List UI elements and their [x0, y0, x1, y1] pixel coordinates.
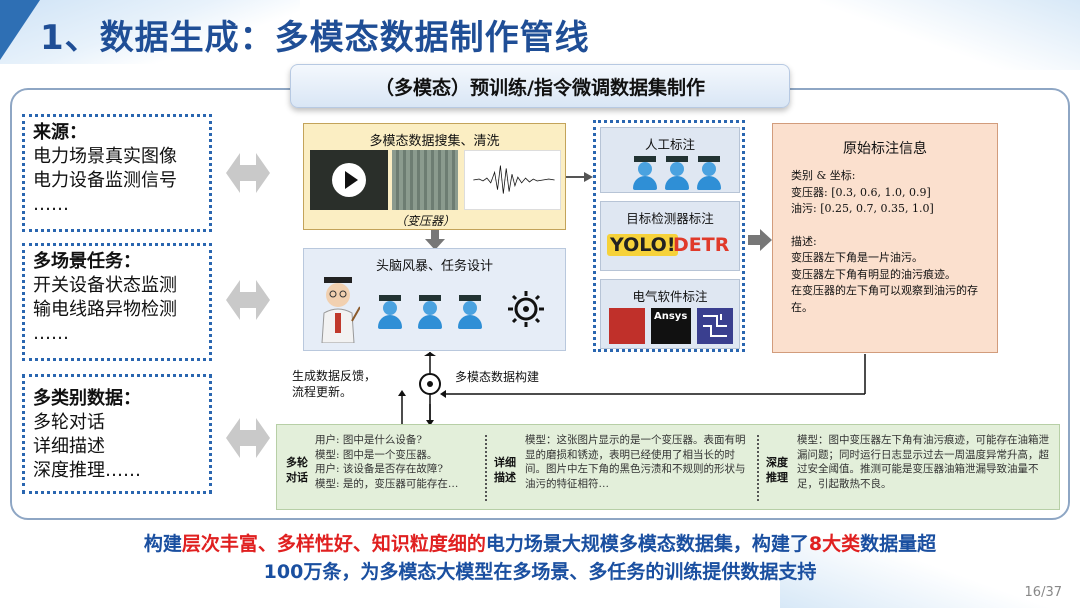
annotation-line: 变压器左下角是一片油污。 — [791, 251, 923, 264]
double-arrow-icon — [226, 153, 270, 193]
yolo-logo: YOLO! — [607, 234, 679, 256]
original-annotation-panel: 原始标注信息 类别 & 坐标: 变压器: [0.3, 0.6, 1.0, 0.9… — [772, 123, 998, 353]
right-arrow-icon — [748, 229, 772, 251]
slide-title: 1、数据生成：多模态数据制作管线 — [40, 18, 590, 58]
summary-segment: 构建 — [143, 533, 182, 555]
sample-label-line: 推理 — [766, 471, 788, 484]
summary-segment: 数据量超 — [860, 533, 937, 555]
sample-label: 深度 推理 — [763, 455, 791, 485]
circuit-logo — [697, 308, 733, 344]
summary-text: 构建层次丰富、多样性好、知识粒度细的电力场景大规模多模态数据集，构建了8大类数据… — [0, 530, 1080, 586]
annotation-line: 油污: [0.25, 0.7, 0.35, 1.0] — [791, 202, 934, 215]
categories-line: 多轮对话 — [33, 412, 105, 433]
flow-connectors — [398, 352, 866, 426]
student-icon — [416, 295, 444, 329]
sample-label-line: 深度 — [766, 456, 788, 469]
feedback-line: 生成数据反馈， — [292, 369, 377, 383]
categories-line: 详细描述 — [33, 436, 105, 457]
ansys-logo: Ansys — [651, 308, 691, 344]
original-annotation-body: 类别 & 坐标: 变压器: [0.3, 0.6, 1.0, 0.9] 油污: [… — [773, 158, 997, 316]
build-label: 多模态数据构建 — [455, 370, 540, 384]
annotation-line: 变压器左下角有明显的油污痕迹。 — [791, 267, 956, 281]
manual-annotation-label: 人工标注 — [644, 137, 695, 152]
sources-box: 来源： 电力场景真实图像 电力设备监测信号 …… — [22, 114, 212, 232]
sample-divider — [757, 435, 759, 501]
summary-highlight: 层次丰富、多样性好、知识粒度细的 — [181, 533, 486, 555]
collect-sub-label: （变压器） — [394, 214, 455, 228]
video-thumbnail[interactable] — [310, 150, 388, 210]
annotation-column: 人工标注 目标检测器标注 YOLO! DETR 电气软件标注 Ansys — [593, 120, 745, 352]
sources-line: 电力场景真实图像 — [33, 146, 177, 167]
corner-decoration — [780, 538, 1080, 608]
categories-heading: 多类别数据： — [33, 388, 141, 409]
detector-annotation-panel: 目标检测器标注 YOLO! DETR — [600, 201, 740, 271]
student-icon — [456, 295, 484, 329]
software-annotation-panel: 电气软件标注 Ansys — [600, 279, 740, 349]
brainstorm-panel: 头脑风暴、任务设计 — [303, 248, 566, 351]
down-arrow-icon — [425, 230, 445, 250]
sample-divider — [485, 435, 487, 501]
summary-segment: 电力场景大规模多模态数据集，构建了 — [485, 533, 809, 555]
sample-label: 详细 描述 — [491, 455, 519, 485]
detr-logo: DETR — [673, 234, 730, 256]
annotator-icon — [663, 156, 691, 190]
student-icon — [376, 295, 404, 329]
feedback-note: 生成数据反馈， 流程更新。 — [292, 368, 376, 400]
sample-label-line: 描述 — [494, 471, 516, 484]
brainstorm-caption: 头脑风暴、任务设计 — [375, 259, 493, 274]
sample-label-line: 多轮 — [286, 456, 308, 469]
summary-line-1: 构建层次丰富、多样性好、知识粒度细的电力场景大规模多模态数据集，构建了8大类数据… — [0, 530, 1080, 558]
scenarios-heading: 多场景任务： — [33, 251, 141, 272]
annotation-line: 在变压器的左下角可以观察到油污的存在。 — [791, 284, 978, 314]
software-annotation-label: 电气软件标注 — [632, 289, 708, 304]
annotation-spacer — [791, 218, 983, 234]
categories-line: 深度推理…… — [33, 460, 141, 481]
sample-label-line: 详细 — [494, 456, 516, 469]
corner-decoration — [0, 0, 300, 64]
scenarios-line: 开关设备状态监测 — [33, 275, 177, 296]
feedback-line: 流程更新。 — [292, 385, 353, 399]
transformer-photo — [392, 150, 458, 210]
sample-text: 模型：这张图片显示的是一个变压器。表面有明显的磨损和锈迹，表明已经使用了相当长的… — [525, 434, 746, 490]
original-annotation-caption: 原始标注信息 — [843, 141, 927, 157]
sample-text: 模型：图中变压器左下角有油污痕迹，可能存在油箱泄漏问题；同时运行日志显示过去一周… — [797, 434, 1049, 490]
detector-annotation-label: 目标检测器标注 — [626, 211, 714, 226]
right-arrow-icon — [566, 172, 593, 182]
signal-waveform-plot — [464, 150, 561, 210]
annotation-line: 变压器: [0.3, 0.6, 1.0, 0.9] — [791, 185, 931, 199]
double-arrow-icon — [226, 418, 270, 458]
scenarios-line: 输电线路异物检测 — [33, 299, 177, 320]
annotator-icon — [631, 156, 659, 190]
corner-decoration — [820, 0, 1080, 70]
annotation-line: 描述: — [791, 234, 817, 248]
sample-label: 多轮 对话 — [283, 455, 311, 485]
collect-caption: 多模态数据搜集、清洗 — [369, 134, 500, 149]
collect-panel: 多模态数据搜集、清洗 （变压器） — [303, 123, 566, 230]
scenarios-line: …… — [33, 323, 69, 344]
annotator-icon — [695, 156, 723, 190]
play-icon — [332, 163, 366, 197]
professor-icon — [321, 277, 360, 343]
samples-panel: 多轮 对话 用户: 图中是什么设备? 模型: 图中是一个变压器。 用户: 该设备… — [276, 424, 1060, 510]
summary-highlight: 8大类 — [808, 533, 861, 555]
sources-line: 电力设备监测信号 — [33, 170, 177, 191]
double-arrow-icon — [226, 280, 270, 320]
pipeline-banner: （多模态）预训练/指令微调数据集制作 — [290, 64, 790, 108]
manual-annotation-panel: 人工标注 — [600, 127, 740, 193]
sample-label-line: 对话 — [286, 471, 308, 484]
sources-line: …… — [33, 194, 69, 215]
sample-text: 用户: 图中是什么设备? 模型: 图中是一个变压器。 用户: 该设备是否存在故障… — [315, 434, 459, 490]
annotation-line: 类别 & 坐标: — [791, 169, 856, 182]
sources-heading: 来源： — [33, 122, 87, 143]
categories-box: 多类别数据： 多轮对话 详细描述 深度推理…… — [22, 374, 212, 494]
autocad-logo — [609, 308, 645, 344]
idea-gear-icon — [508, 291, 544, 327]
summary-line-2: 100万条，为多模态大模型在多场景、多任务的训练提供数据支持 — [263, 561, 817, 583]
scenarios-box: 多场景任务： 开关设备状态监测 输电线路异物检测 …… — [22, 243, 212, 361]
page-number: 16/37 — [1024, 585, 1062, 600]
